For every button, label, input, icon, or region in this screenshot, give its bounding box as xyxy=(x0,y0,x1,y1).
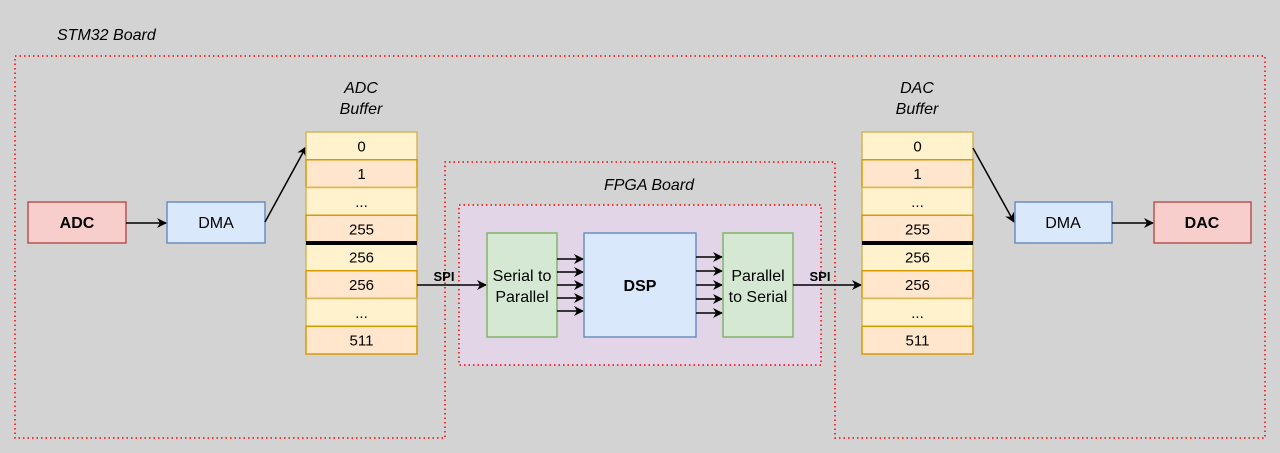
dac-buffer-cell: 511 xyxy=(861,325,974,355)
buffer-cell-label: 256 xyxy=(905,249,930,266)
dac-buffer-cell: 256 xyxy=(861,242,974,272)
buffer-cell-label: 1 xyxy=(913,166,921,183)
buffer-cell-label: ... xyxy=(911,305,924,322)
buffer-cell-label: 256 xyxy=(905,277,930,294)
dac-buffer-cell: 1 xyxy=(861,159,974,189)
dac-buffer-cell: ... xyxy=(861,297,974,327)
adc-block-label: ADC xyxy=(60,215,95,232)
dac-block-label: DAC xyxy=(1185,215,1220,232)
buffer-cell-label: ... xyxy=(911,194,924,211)
buffer-cell-label: 255 xyxy=(349,222,374,239)
parallel-to-serial-block[interactable]: Parallel to Serial xyxy=(722,232,794,338)
serial-to-parallel-line2: Parallel xyxy=(495,289,548,306)
fpga-board-label: FPGA Board xyxy=(604,177,695,194)
adc-buffer-cell: 255 xyxy=(305,214,418,244)
adc-buffer-cell: ... xyxy=(305,297,418,327)
dac-buffer-title-line2: Buffer xyxy=(896,101,939,118)
buffer-cell-label: ... xyxy=(355,305,368,322)
buffer-cell-label: 1 xyxy=(357,166,365,183)
buffer-cell-label: ... xyxy=(355,194,368,211)
dsp-label: DSP xyxy=(624,278,657,295)
serial-to-parallel-block[interactable]: Serial to Parallel xyxy=(486,232,558,338)
dma-to-adc-buffer-arrow xyxy=(264,146,307,223)
buffer-cell-label: 511 xyxy=(350,333,374,350)
buffer-cell-label: 0 xyxy=(357,138,365,155)
dac-buffer-cell: 255 xyxy=(861,214,974,244)
dac-block[interactable]: DAC xyxy=(1153,201,1252,244)
parallel-bus-out xyxy=(696,252,723,318)
adc-buffer-cell: 511 xyxy=(305,325,418,355)
adc-buffer-cell: ... xyxy=(305,186,418,216)
dac-buffer-cell: 0 xyxy=(861,131,974,161)
parallel-to-serial-line1: Parallel xyxy=(731,268,784,285)
adc-buffer-cell: 256 xyxy=(305,270,418,300)
dma-out-block[interactable]: DMA xyxy=(1014,201,1113,244)
parallel-bus-in xyxy=(557,254,584,316)
adc-buffer-cell: 1 xyxy=(305,159,418,189)
adc-buffer-cell: 256 xyxy=(305,242,418,272)
dac-buffer-cell: 256 xyxy=(861,270,974,300)
spi-out-label: SPI xyxy=(810,269,831,284)
dma-in-block[interactable]: DMA xyxy=(166,201,266,244)
adc-buffer: 0 1... 255 256 256... 511 xyxy=(305,131,418,355)
dsp-block[interactable]: DSP xyxy=(583,232,697,338)
adc-buffer-cell: 0 xyxy=(305,131,418,161)
buffer-cell-label: 0 xyxy=(913,138,921,155)
serial-to-parallel-line1: Serial to xyxy=(493,268,552,285)
dac-buffer-title-line1: DAC xyxy=(900,80,934,97)
dac-buffer-to-dma-arrow xyxy=(972,147,1015,223)
spi-in-label: SPI xyxy=(434,269,455,284)
buffer-cell-label: 255 xyxy=(905,222,930,239)
dma-in-label: DMA xyxy=(198,215,234,232)
dma-out-label: DMA xyxy=(1045,215,1081,232)
adc-buffer-title-line2: Buffer xyxy=(340,101,383,118)
buffer-cell-label: 511 xyxy=(906,333,930,350)
adc-buffer-title-line1: ADC xyxy=(343,80,378,97)
buffer-cell-label: 256 xyxy=(349,249,374,266)
adc-block[interactable]: ADC xyxy=(27,201,127,244)
stm32-board-outline xyxy=(14,55,1266,439)
buffer-cell-label: 256 xyxy=(349,277,374,294)
dac-buffer: 0 1... 255 256 256... 511 xyxy=(861,131,974,355)
dac-buffer-cell: ... xyxy=(861,186,974,216)
parallel-to-serial-line2: to Serial xyxy=(729,289,788,306)
stm32-board-label: STM32 Board xyxy=(57,27,157,44)
